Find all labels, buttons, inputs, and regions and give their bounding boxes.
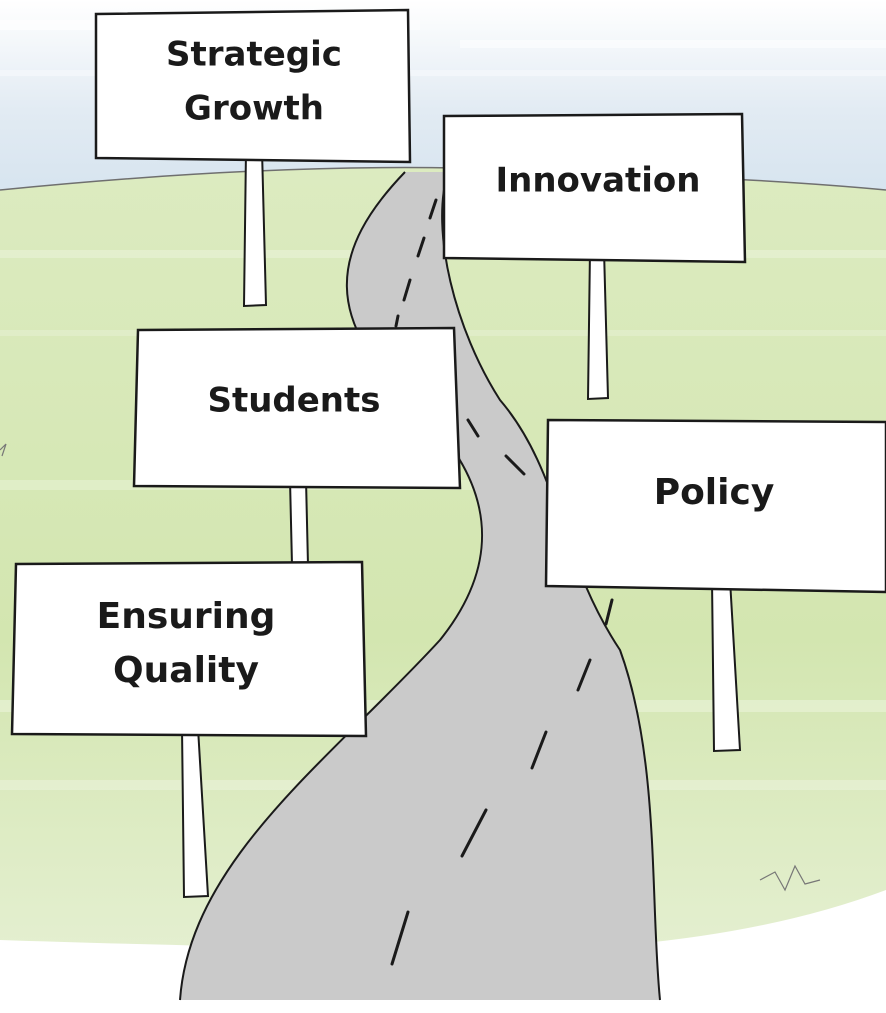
sign-ensuring-quality: Ensuring Quality xyxy=(10,560,368,899)
sign-policy: Policy xyxy=(544,418,886,753)
sign-label: Students xyxy=(207,381,380,421)
sign-label-line2: Growth xyxy=(184,89,324,129)
sign-label-line1: Strategic xyxy=(166,35,342,75)
sign-innovation: Innovation xyxy=(442,112,747,401)
sign-students: Students xyxy=(132,326,462,566)
grass-tuft xyxy=(0,443,821,892)
sign-label: Innovation xyxy=(496,161,701,201)
sign-label-line2: Quality xyxy=(113,650,259,691)
sign-strategic-growth: Strategic Growth xyxy=(94,8,412,308)
sign-label-line1: Ensuring xyxy=(97,596,276,637)
sign-label: Policy xyxy=(654,472,775,513)
